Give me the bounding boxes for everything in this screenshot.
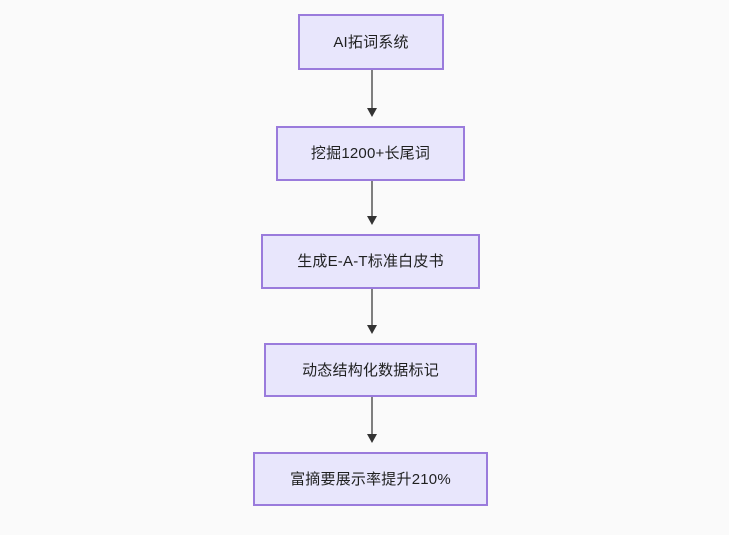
flow-node-n2[interactable]: 挖掘1200+长尾词 xyxy=(276,126,465,181)
arrow-down-icon xyxy=(367,434,377,443)
flow-edge-line xyxy=(371,397,373,436)
flow-node-label: 挖掘1200+长尾词 xyxy=(310,145,431,162)
flow-node-n5[interactable]: 富摘要展示率提升210% xyxy=(253,452,488,506)
flow-edge-line xyxy=(371,181,373,218)
flow-node-n3[interactable]: 生成E-A-T标准白皮书 xyxy=(261,234,480,289)
flow-node-n4[interactable]: 动态结构化数据标记 xyxy=(264,343,477,397)
flow-node-label: 生成E-A-T标准白皮书 xyxy=(297,253,444,270)
flow-node-label: 动态结构化数据标记 xyxy=(302,361,439,379)
flow-edge-line xyxy=(371,289,373,327)
arrow-down-icon xyxy=(367,216,377,225)
flow-node-n1[interactable]: AI拓词系统 xyxy=(298,14,444,70)
flow-node-label: AI拓词系统 xyxy=(333,33,409,51)
flow-edge-line xyxy=(371,70,373,110)
arrow-down-icon xyxy=(367,108,377,117)
flow-node-label: 富摘要展示率提升210% xyxy=(290,470,451,488)
arrow-down-icon xyxy=(367,325,377,334)
